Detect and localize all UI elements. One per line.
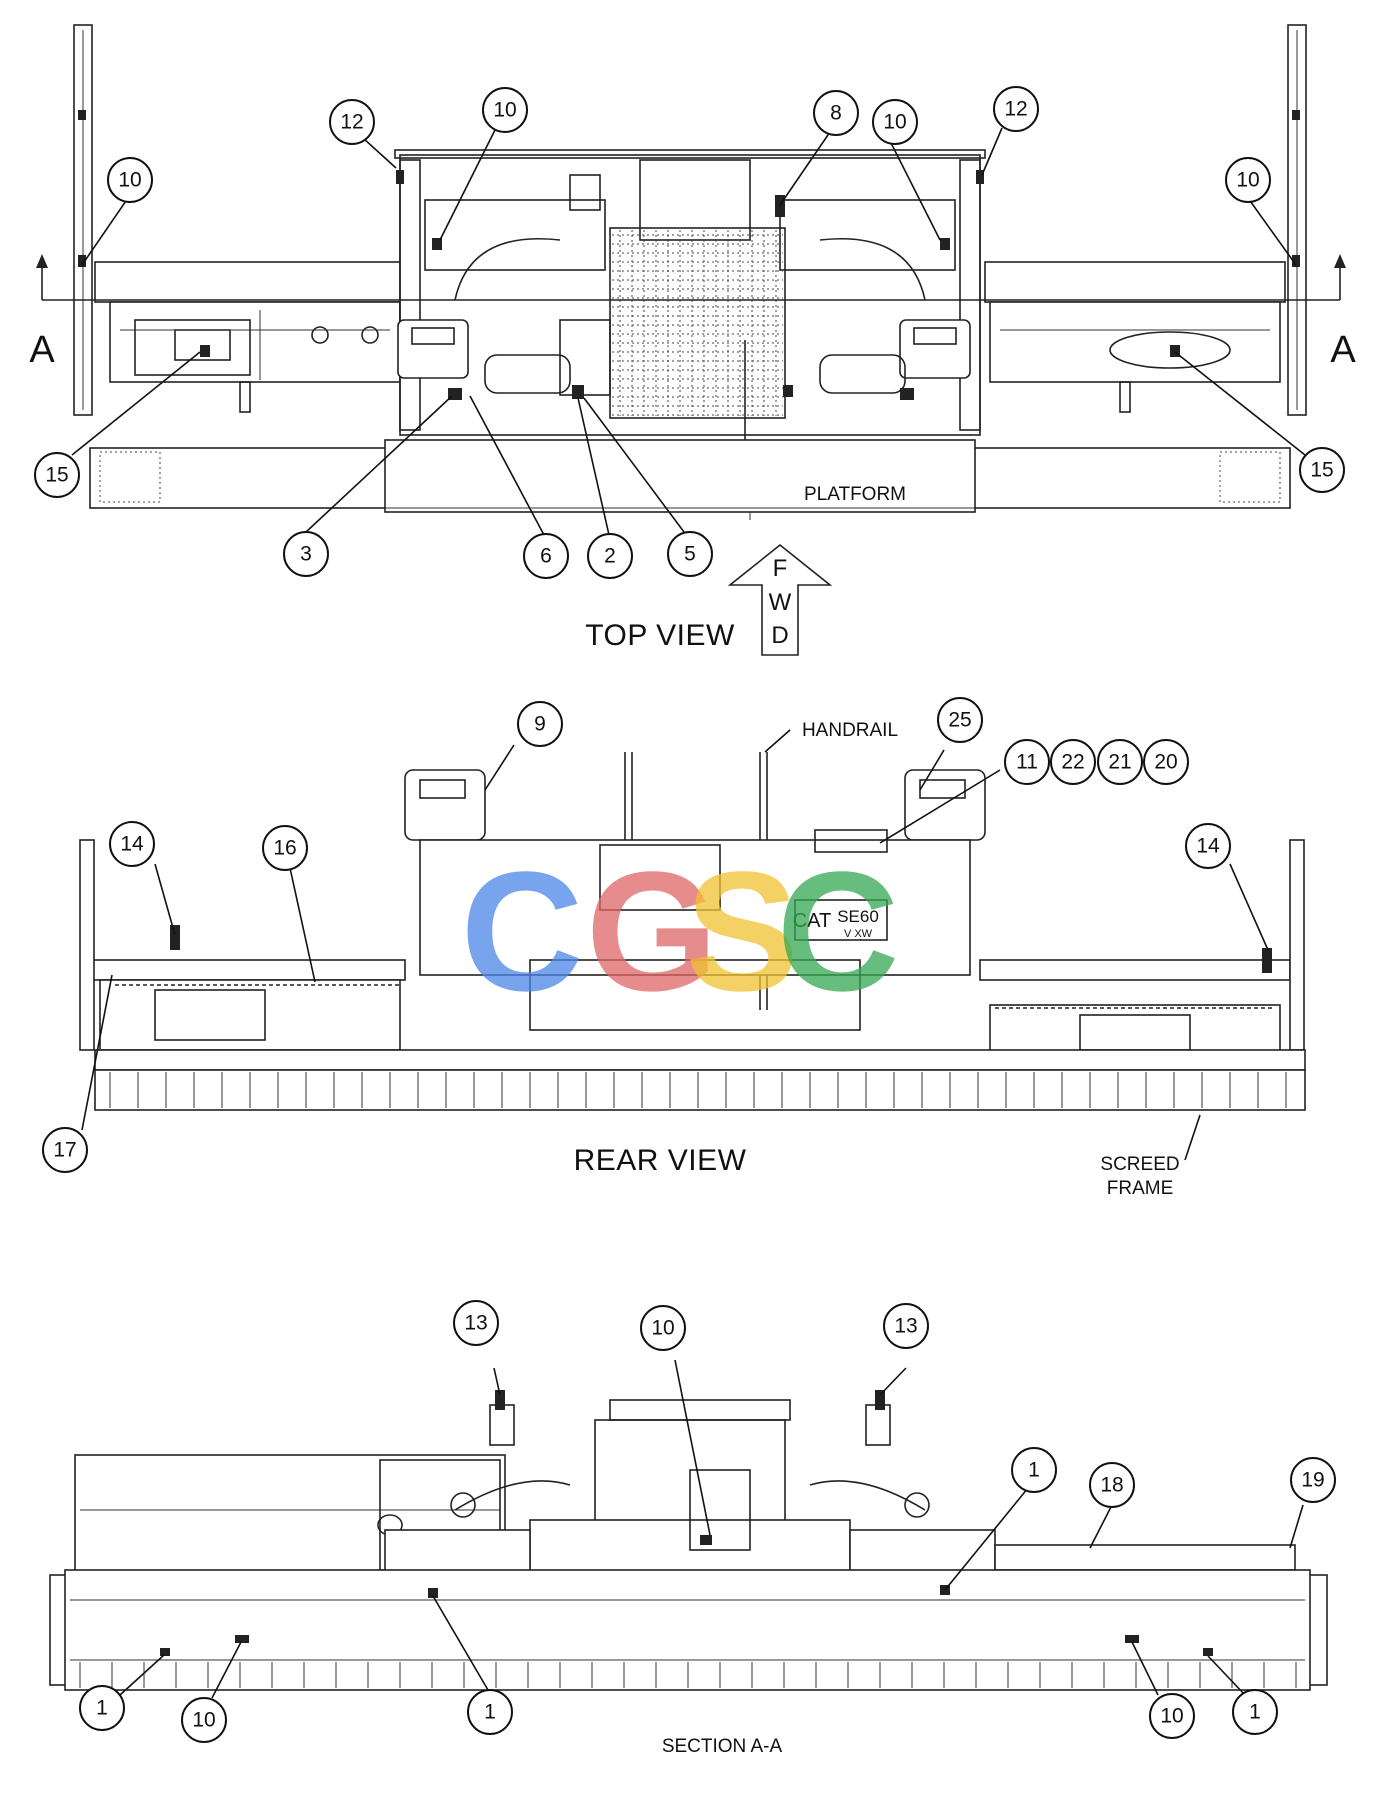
callout-number: 13 (464, 1312, 487, 1335)
decal-model-1: SE60 (837, 907, 879, 926)
callout-top-15-left: 15 (34, 452, 80, 498)
callout-number: 21 (1108, 751, 1131, 774)
callout-number: 19 (1301, 1469, 1324, 1492)
callout-top-10-right: 10 (1225, 157, 1271, 203)
callout-number: 10 (883, 111, 906, 134)
callout-section-18: 18 (1089, 1462, 1135, 1508)
callout-top-12-right: 12 (993, 86, 1039, 132)
callout-number: 10 (1236, 169, 1259, 192)
section-title: SECTION A-A (662, 1736, 783, 1757)
section-a-a-drawing (49, 1390, 1328, 1691)
callout-rear-22: 22 (1050, 739, 1096, 785)
callout-rear-25: 25 (937, 697, 983, 743)
section-marker-left: A (29, 329, 55, 371)
callout-number: 13 (894, 1315, 917, 1338)
callout-number: 9 (534, 713, 546, 736)
callout-number: 25 (948, 709, 971, 732)
section-marker-right: A (1330, 329, 1356, 371)
leader-lines (71, 127, 1306, 1699)
callout-top-10-b: 10 (872, 99, 918, 145)
screed-frame-label-1: SCREED (1100, 1154, 1179, 1175)
screed-frame-label-2: FRAME (1107, 1178, 1174, 1199)
callout-number: 6 (540, 545, 552, 568)
callout-number: 1 (1249, 1701, 1261, 1724)
callout-section-10-right: 10 (1149, 1693, 1195, 1739)
callout-rear-20: 20 (1143, 739, 1189, 785)
callout-number: 10 (118, 169, 141, 192)
callout-section-1-right: 1 (1232, 1689, 1278, 1735)
callout-top-6: 6 (523, 533, 569, 579)
callout-number: 1 (96, 1697, 108, 1720)
callout-top-3: 3 (283, 531, 329, 577)
callout-number: 11 (1016, 751, 1038, 774)
callout-section-10-center: 10 (640, 1305, 686, 1351)
callout-number: 5 (684, 543, 696, 566)
callout-rear-14-left: 14 (109, 821, 155, 867)
callout-number: 10 (651, 1317, 674, 1340)
callout-top-10-left: 10 (107, 157, 153, 203)
callout-number: 2 (604, 545, 616, 568)
decal-model-2: V XW (844, 928, 873, 940)
watermark-letter-c2: C (777, 837, 900, 1027)
callout-number: 16 (273, 837, 296, 860)
callout-rear-17: 17 (42, 1127, 88, 1173)
deck-mesh (609, 227, 786, 419)
fwd-letter-f: F (773, 555, 788, 582)
callout-rear-14-right: 14 (1185, 823, 1231, 869)
platform-label: PLATFORM (804, 484, 906, 505)
callout-number: 17 (53, 1139, 76, 1162)
fwd-letter-d: D (771, 622, 788, 649)
callout-rear-11: 11 (1004, 739, 1050, 785)
handrail-label: HANDRAIL (802, 720, 898, 741)
callout-section-1-right-upper: 1 (1011, 1447, 1057, 1493)
callout-number: 22 (1061, 751, 1084, 774)
top-view-title: TOP VIEW (585, 619, 735, 652)
callout-number: 14 (1196, 835, 1220, 858)
callout-number: 1 (1028, 1459, 1040, 1482)
callout-top-8: 8 (813, 90, 859, 136)
callout-number: 3 (300, 543, 312, 566)
decal-cat: CAT (793, 910, 832, 932)
callout-number: 15 (1310, 459, 1333, 482)
callout-section-10-left: 10 (181, 1697, 227, 1743)
callout-number: 1 (484, 1701, 496, 1724)
callout-number: 15 (45, 464, 68, 487)
callout-rear-21: 21 (1097, 739, 1143, 785)
fwd-letter-w: W (769, 589, 792, 616)
callout-number: 18 (1100, 1474, 1123, 1497)
callout-rear-16: 16 (262, 825, 308, 871)
callout-number: 14 (120, 833, 144, 856)
callout-section-1-center: 1 (467, 1689, 513, 1735)
callout-section-19: 19 (1290, 1457, 1336, 1503)
callout-section-1-left: 1 (79, 1685, 125, 1731)
rear-view-drawing: CAT SE60 V XW (79, 752, 1306, 1111)
callout-top-15-right: 15 (1299, 447, 1345, 493)
top-view-drawing (36, 24, 1346, 520)
forward-arrow-icon: F W D (727, 543, 833, 656)
callout-number: 10 (1160, 1705, 1183, 1728)
callout-number: 10 (192, 1709, 215, 1732)
cgsc-watermark-logo: C G S C (461, 837, 900, 1027)
callout-number: 20 (1154, 751, 1177, 774)
callout-top-12-left: 12 (329, 99, 375, 145)
callout-number: 10 (493, 99, 516, 122)
callout-number: 8 (830, 102, 842, 125)
callout-top-2: 2 (587, 533, 633, 579)
callout-section-13-right: 13 (883, 1303, 929, 1349)
callout-number: 12 (1004, 98, 1027, 121)
callout-number: 12 (340, 111, 363, 134)
callout-section-13-left: 13 (453, 1300, 499, 1346)
watermark-letter-c1: C (461, 837, 584, 1027)
watermark-letter-g: G (586, 837, 718, 1027)
rear-view-title: REAR VIEW (574, 1144, 747, 1177)
callout-top-5: 5 (667, 531, 713, 577)
callout-rear-9: 9 (517, 701, 563, 747)
callout-top-10-a: 10 (482, 87, 528, 133)
watermark-letter-s: S (685, 837, 798, 1027)
